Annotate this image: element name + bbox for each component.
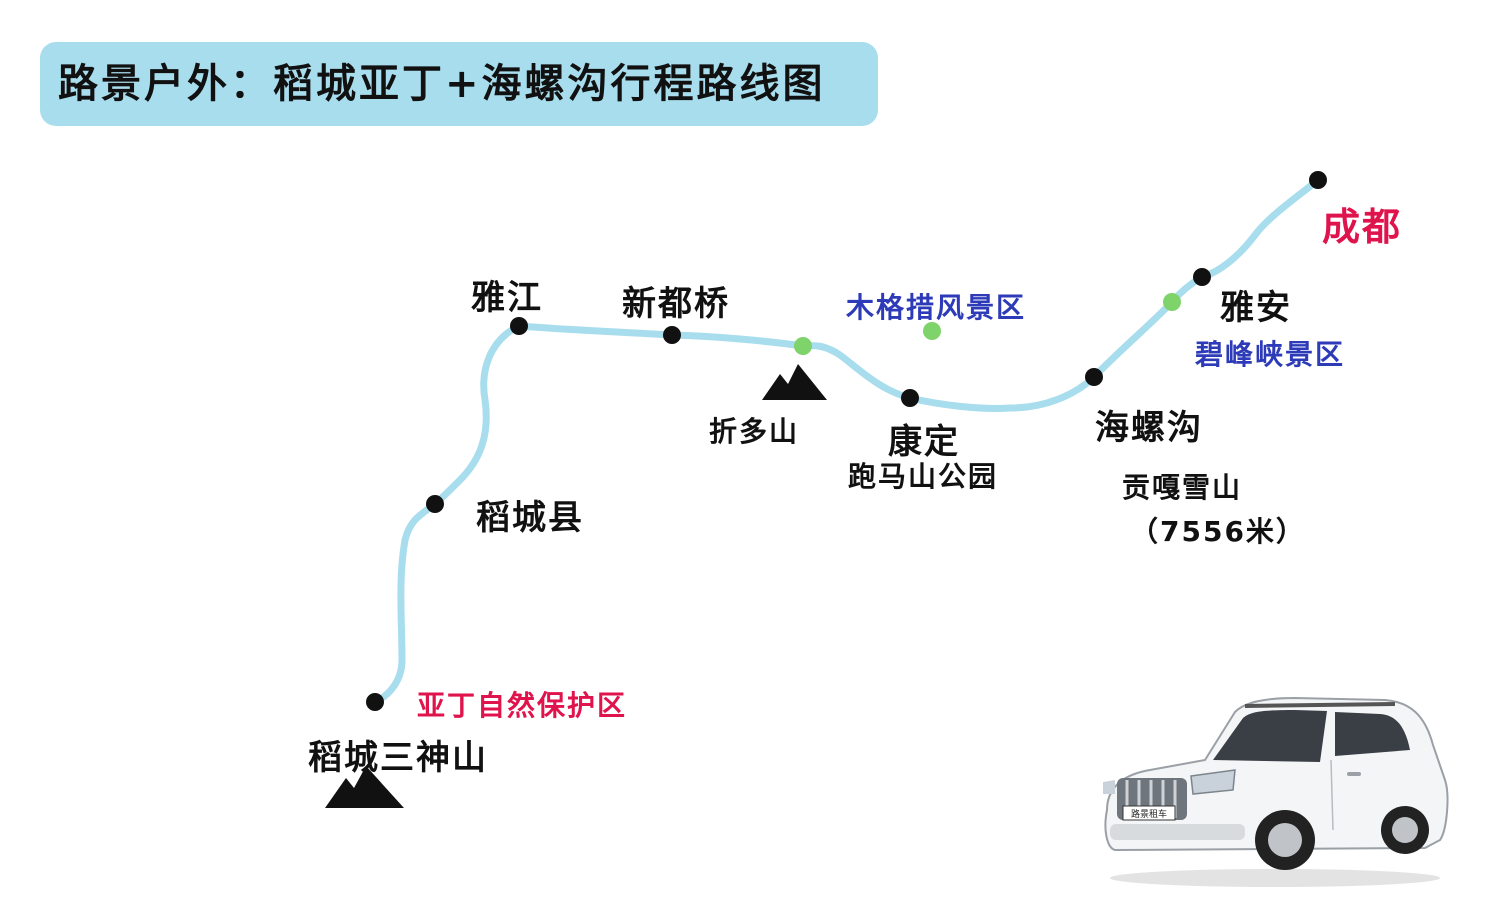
mugecuo-label: 木格措风景区 [846, 291, 1027, 324]
xinduqiao-label: 新都桥 [622, 284, 730, 324]
chengdu-dot [1309, 171, 1327, 189]
yaan-label: 雅安 [1220, 288, 1292, 328]
hailuogou-label: 海螺沟 [1095, 408, 1203, 448]
yajiang-dot [510, 317, 528, 335]
zheduoshan-mountain-icon [762, 364, 827, 400]
bifengxia-label: 碧峰峡景区 [1195, 338, 1346, 371]
xinduqiao-dot [663, 326, 681, 344]
mugecuo-dot [923, 322, 941, 340]
yajiang-label: 雅江 [471, 278, 543, 318]
zheduoshan-label: 折多山 [709, 415, 800, 448]
yading-reserve-label: 亚丁自然保护区 [417, 689, 628, 722]
chengdu-label: 成都 [1322, 205, 1403, 249]
license-plate: 路景租车 [1131, 808, 1167, 820]
bifengxia-dot [1163, 293, 1181, 311]
sanshenshan-mountain-icon [325, 766, 404, 808]
gongga-label: 贡嘎雪山 [1122, 471, 1243, 504]
gongga-height-label: （7556米） [1130, 515, 1306, 548]
daocheng-county-dot [426, 495, 444, 513]
sanshenshan-label: 稻城三神山 [308, 738, 488, 778]
kangding-dot [901, 389, 919, 407]
yaan-dot [1193, 268, 1211, 286]
zheduoshan-pass-dot [794, 337, 812, 355]
daocheng-county-label: 稻城县 [476, 498, 584, 538]
kangding-label: 康定 [888, 422, 960, 462]
hailuogou-dot [1085, 368, 1103, 386]
page-title: 路景户外：稻城亚丁+海螺沟行程路线图 [58, 61, 826, 107]
title-banner: 路景户外：稻城亚丁+海螺沟行程路线图 [40, 42, 878, 126]
sanshenshan-dot [366, 693, 384, 711]
paomashan-label: 跑马山公园 [848, 460, 999, 493]
suv-image: 路景租车 [1103, 696, 1449, 887]
